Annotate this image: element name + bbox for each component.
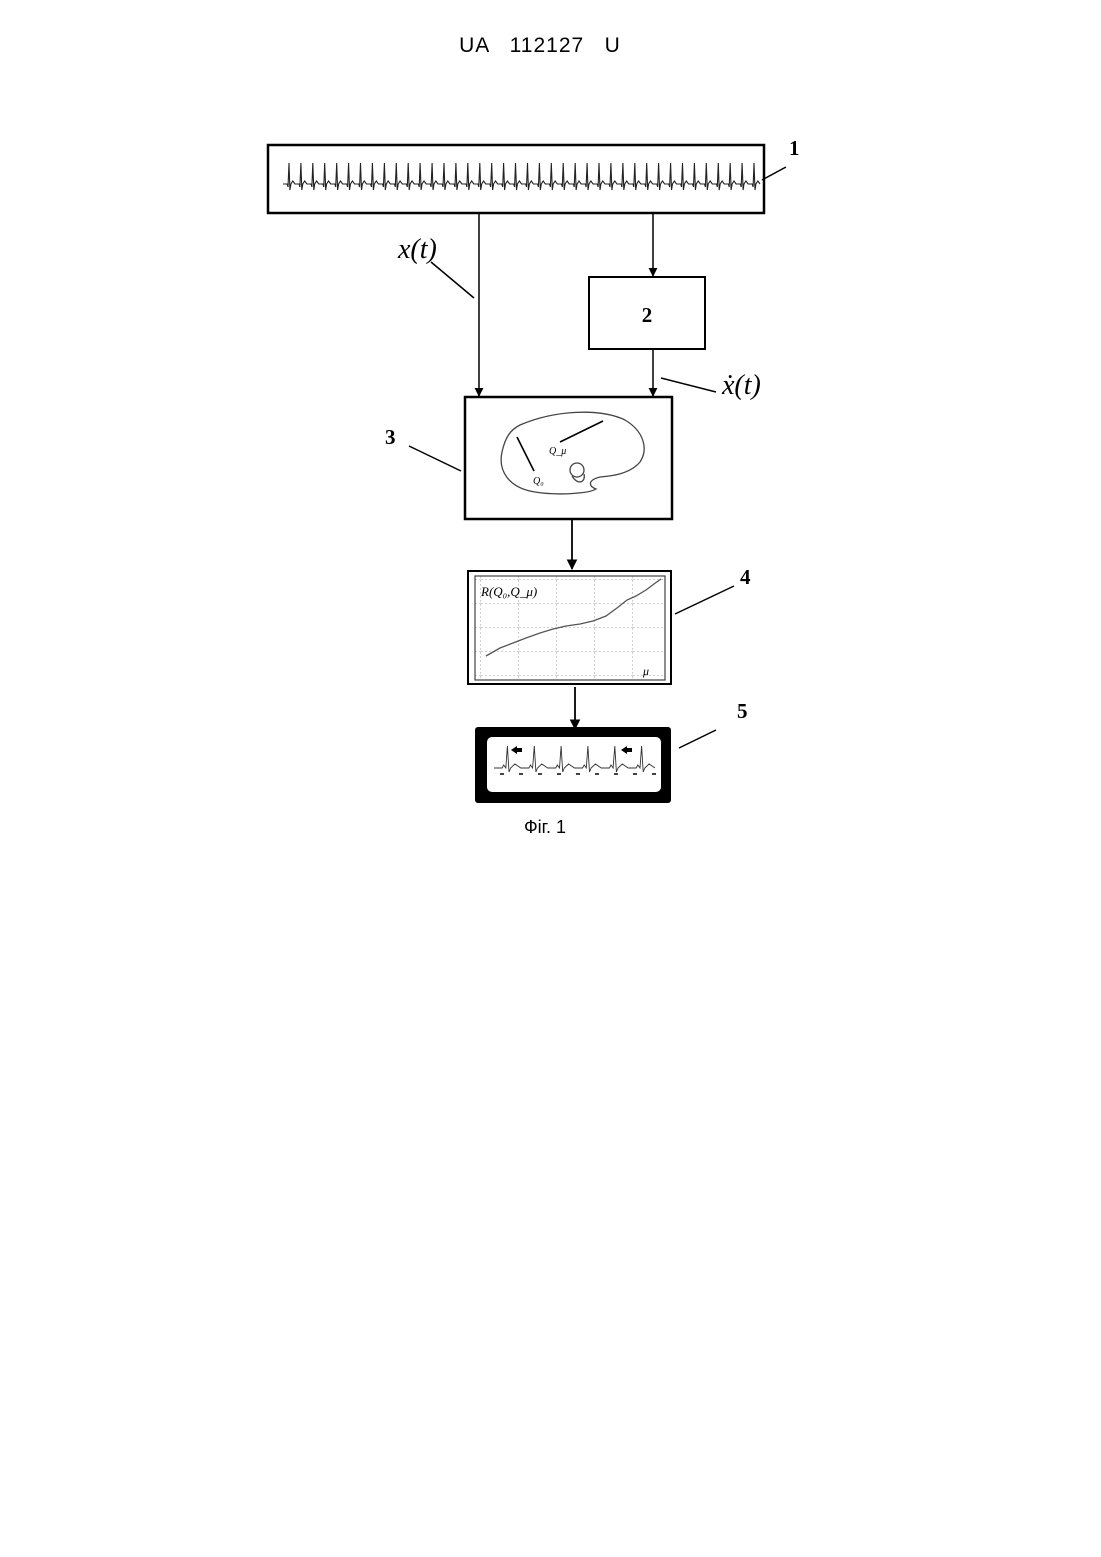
- leader-line-1: [762, 167, 786, 180]
- block-1-number: 1: [789, 136, 800, 160]
- block-3-number: 3: [385, 425, 396, 449]
- tick-mark: [595, 773, 599, 775]
- signal-derivative-label: ẋ(t): [721, 370, 761, 401]
- block-5-ecg-display: [475, 727, 671, 803]
- block-4-number: 4: [740, 565, 751, 589]
- graph-x-label: μ: [642, 664, 649, 678]
- label-qmu: Q_μ: [549, 446, 566, 457]
- label-q0: Q₀: [533, 476, 544, 487]
- block-5-number: 5: [737, 699, 748, 723]
- block-2-differentiator: 2: [589, 277, 705, 349]
- figure-caption: Фіг. 1: [490, 817, 600, 838]
- tick-mark: [557, 773, 561, 775]
- tick-mark: [652, 773, 656, 775]
- leader-line-5: [679, 730, 716, 748]
- tick-mark: [519, 773, 523, 775]
- block-1-ecg-source: [268, 145, 764, 213]
- leader-line-x: [431, 262, 474, 298]
- tick-mark: [633, 773, 637, 775]
- tick-mark: [500, 773, 504, 775]
- leader-line-4: [675, 586, 734, 614]
- block-3-phase-portrait: Q₀ Q_μ: [465, 397, 672, 519]
- tick-mark: [614, 773, 618, 775]
- leader-line-xdot: [661, 378, 716, 392]
- block-4-distance-graph: R(Q₀,Q_μ) μ: [468, 571, 671, 684]
- tick-mark: [538, 773, 542, 775]
- leader-line-3: [409, 446, 461, 471]
- tick-mark: [576, 773, 580, 775]
- signal-x-label: x(t): [397, 234, 437, 265]
- graph-y-label: R(Q₀,Q_μ): [480, 584, 537, 599]
- block-2-number: 2: [642, 303, 653, 327]
